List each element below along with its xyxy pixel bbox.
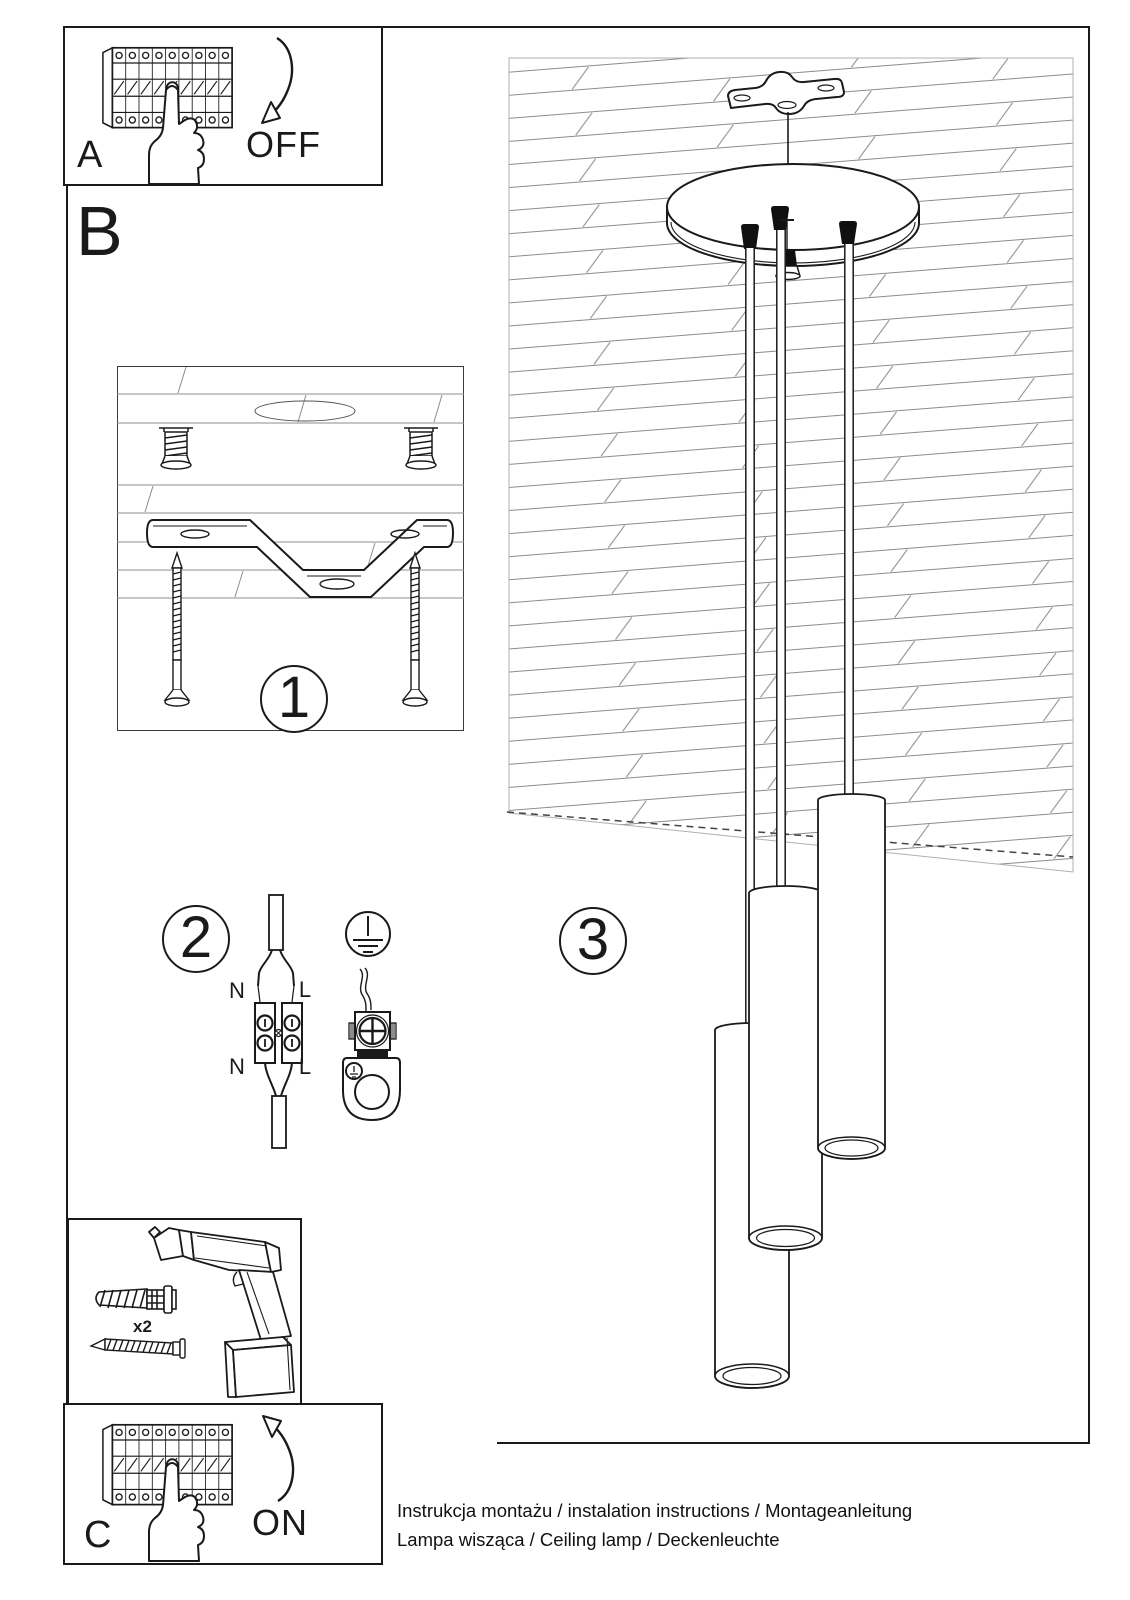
pendant-cable-right	[844, 244, 854, 800]
frame-bottom-line	[497, 1442, 1090, 1444]
panel-a-action-label: OFF	[246, 124, 321, 165]
ground-symbol-icon	[345, 911, 391, 957]
ceiling-planks	[117, 366, 464, 599]
frame-left-line	[66, 185, 68, 1405]
screw-left-icon	[163, 550, 191, 707]
wall-plug-icon	[95, 1285, 177, 1314]
footer-line-2: Lampa wisząca / Ceiling lamp / Deckenleu…	[397, 1529, 780, 1550]
step1-illustration	[117, 366, 464, 707]
lamp-shade-center	[748, 885, 823, 1251]
step3-illustration	[506, 57, 1074, 1389]
arrow-up-icon	[262, 1415, 295, 1503]
ground-wire-icon	[359, 967, 372, 1012]
ceiling-edge-dashed-line	[506, 811, 1074, 858]
cable-grip-center-icon	[771, 206, 789, 230]
step1-number: 1	[260, 665, 328, 733]
pendant-cable-center	[776, 230, 786, 893]
quantity-label: x2	[133, 1317, 152, 1336]
wall-plug-right-icon	[404, 427, 438, 470]
mounting-bracket-icon	[146, 519, 454, 598]
panel-c-label: C	[84, 1514, 112, 1556]
terminal-n-top-label: N	[229, 978, 245, 1003]
panel-c-action-label: ON	[252, 1502, 308, 1543]
terminal-block-icon	[254, 1002, 303, 1064]
wiring-cable-bottom-icon	[264, 1062, 293, 1149]
footer-line-1: Instrukcja montażu / instalation instruc…	[397, 1500, 913, 1521]
section-b-label: B	[76, 192, 123, 270]
lamp-shade-right	[817, 793, 886, 1160]
wall-plug-left-icon	[159, 427, 193, 470]
terminal-l-top-label: L	[298, 977, 312, 1002]
wiring-cable-icon	[257, 894, 295, 1003]
step2-illustration	[254, 894, 401, 1149]
tools-illustration	[89, 1226, 295, 1398]
terminal-l-bottom-label: L	[298, 1054, 312, 1079]
frame-top-line	[381, 26, 1090, 28]
ceiling-hole	[254, 400, 356, 422]
breaker-on-illustration	[101, 1415, 295, 1562]
ceiling-bracket-icon	[727, 70, 845, 115]
step3-number: 3	[559, 907, 627, 975]
footer-text: Instrukcja montażu / instalation instruc…	[397, 1496, 912, 1554]
screw-icon	[89, 1337, 186, 1359]
breaker-off-illustration	[101, 36, 294, 184]
cable-grip-right-icon	[839, 221, 857, 244]
arrow-down-icon	[261, 36, 294, 124]
screw-right-icon	[401, 550, 429, 707]
ceiling-wood-texture	[508, 57, 1074, 873]
ground-clamp-icon	[342, 1011, 401, 1122]
cable-grip-left-icon	[741, 224, 759, 249]
frame-right-line	[1088, 26, 1090, 1444]
panel-a-label: A	[77, 134, 103, 176]
drill-icon	[148, 1226, 295, 1398]
step2-number: 2	[162, 905, 230, 973]
terminal-n-bottom-label: N	[229, 1054, 245, 1079]
